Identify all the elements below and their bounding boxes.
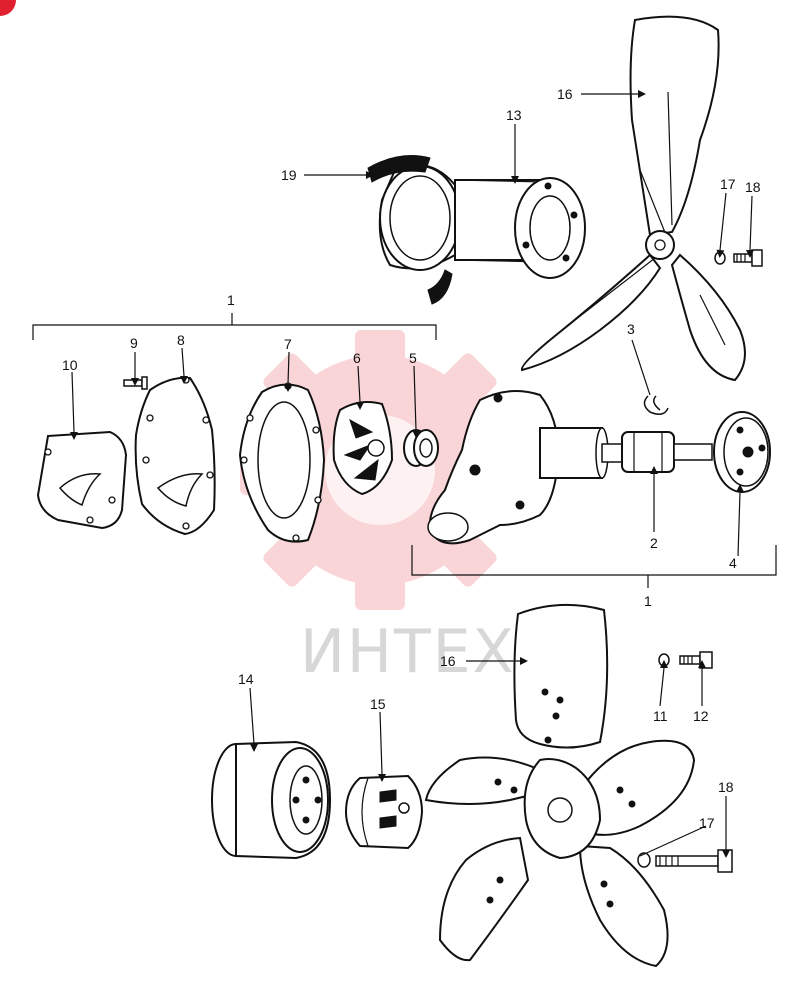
fan-pulley-hub-13 [378,164,586,279]
drive-belt-19 [367,155,453,305]
label-15: 15 [370,696,386,712]
label-1-top: 1 [227,292,235,308]
clip-3 [643,395,669,415]
label-4: 4 [729,555,737,571]
bolt-18-bottom [655,849,733,873]
three-blade-fan-16 [520,15,746,382]
label-16-top: 16 [557,86,573,102]
label-12: 12 [693,708,709,724]
gasket-8 [134,376,216,536]
bearing-shaft-2 [601,431,713,473]
label-1-bottom: 1 [644,593,652,609]
label-5: 5 [409,350,417,366]
label-6: 6 [353,350,361,366]
seal-5 [403,429,439,467]
label-17-top: 17 [720,176,736,192]
arrowheads [70,90,754,858]
gasket-cover-10 [36,430,128,530]
label-9: 9 [130,335,138,351]
hub-4 [713,411,771,493]
label-7: 7 [284,336,292,352]
label-8: 8 [177,332,185,348]
bolt-18-top [733,249,763,267]
watermark-text: ИНТЕХ [300,617,516,687]
lock-washer-17-bottom [637,852,651,868]
leader-lines [71,93,753,857]
bolt-12 [679,651,713,669]
label-18-bottom: 18 [718,779,734,795]
label-10: 10 [62,357,78,373]
label-13: 13 [506,107,522,123]
assembly-bracket-bottom [411,545,777,588]
five-blade-fan-16 [424,603,696,968]
label-11: 11 [653,708,668,724]
impeller-6 [332,401,394,496]
label-18-top: 18 [745,179,761,195]
label-16-bottom: 16 [440,653,456,669]
label-3: 3 [627,321,635,337]
pump-housing [427,390,609,545]
label-14: 14 [238,671,254,687]
spacer-15 [344,774,424,850]
gasket-7 [238,382,326,543]
label-2: 2 [650,535,658,551]
corner-badge [0,0,16,16]
assembly-bracket-top [32,313,437,340]
label-17-bottom: 17 [699,815,715,831]
pulley-14 [211,740,332,860]
label-19: 19 [281,167,297,183]
